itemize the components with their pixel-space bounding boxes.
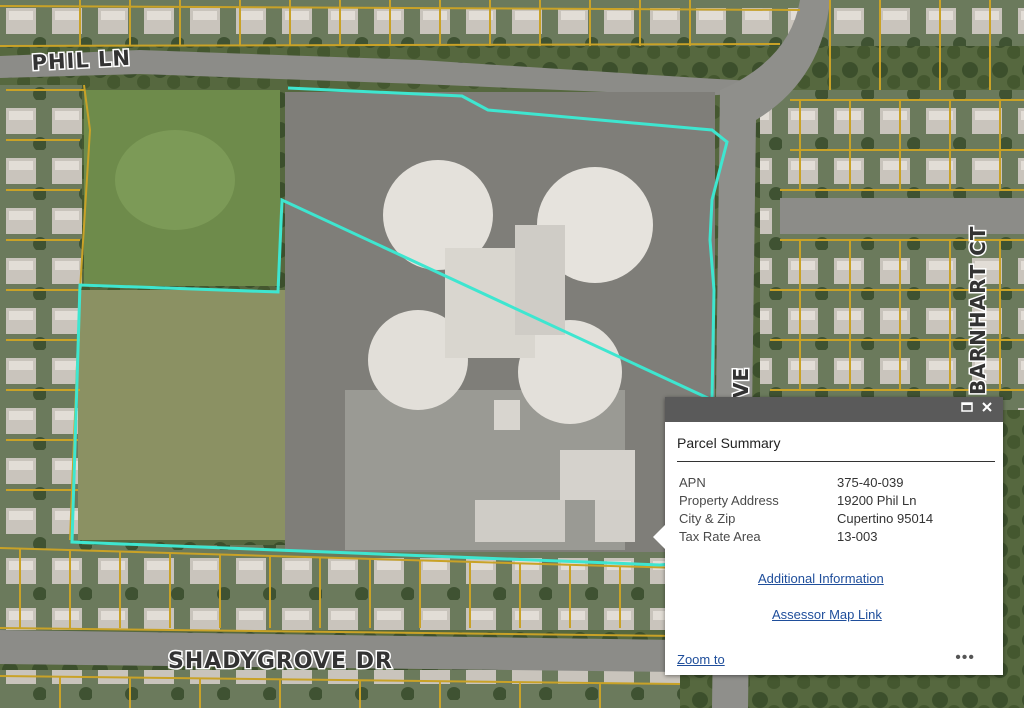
parcel-summary-popup: Parcel Summary APN 375-40-039 Property A… [653,397,1003,675]
popup-header [665,397,1003,422]
field-label-tax-rate-area: Tax Rate Area [679,529,761,544]
field-label-apn: APN [679,475,706,490]
zoom-to-link[interactable]: Zoom to [677,652,725,667]
portable-1 [560,450,635,500]
close-icon[interactable] [979,400,995,418]
building-sw [368,310,468,410]
field-value-tax-rate-area: 13-003 [837,529,878,544]
field-value-city-zip: Cupertino 95014 [837,511,934,526]
field-label-property-address: Property Address [679,493,779,508]
residential-east [760,90,1024,410]
shadygrove-dr-road [0,630,680,672]
street-label-barnhart-ct: BARNHART CT [966,225,990,395]
maximize-icon[interactable] [959,400,975,418]
residential-south [0,545,680,630]
divider [677,461,995,462]
assessor-map-link[interactable]: Assessor Map Link [772,607,882,622]
more-options-icon[interactable]: ••• [955,649,975,666]
residential-far-south [0,670,680,708]
field-value-property-address: 19200 Phil Ln [837,493,917,508]
field-value-apn: 375-40-039 [837,475,904,490]
popup-title: Parcel Summary [677,435,781,451]
building-ne [537,167,653,283]
residential-west [0,85,82,545]
street-label-shadygrove-dr: SHADYGROVE DR [168,649,393,674]
field-label-city-zip: City & Zip [679,511,736,526]
popup-pointer [653,525,665,549]
building-nw [383,160,493,270]
additional-information-link[interactable]: Additional Information [758,571,884,586]
street-label-ave: VE [729,367,753,398]
portable-2 [475,500,565,542]
phil-ln-road [0,50,770,96]
barnhart-ct-road [780,198,1024,234]
